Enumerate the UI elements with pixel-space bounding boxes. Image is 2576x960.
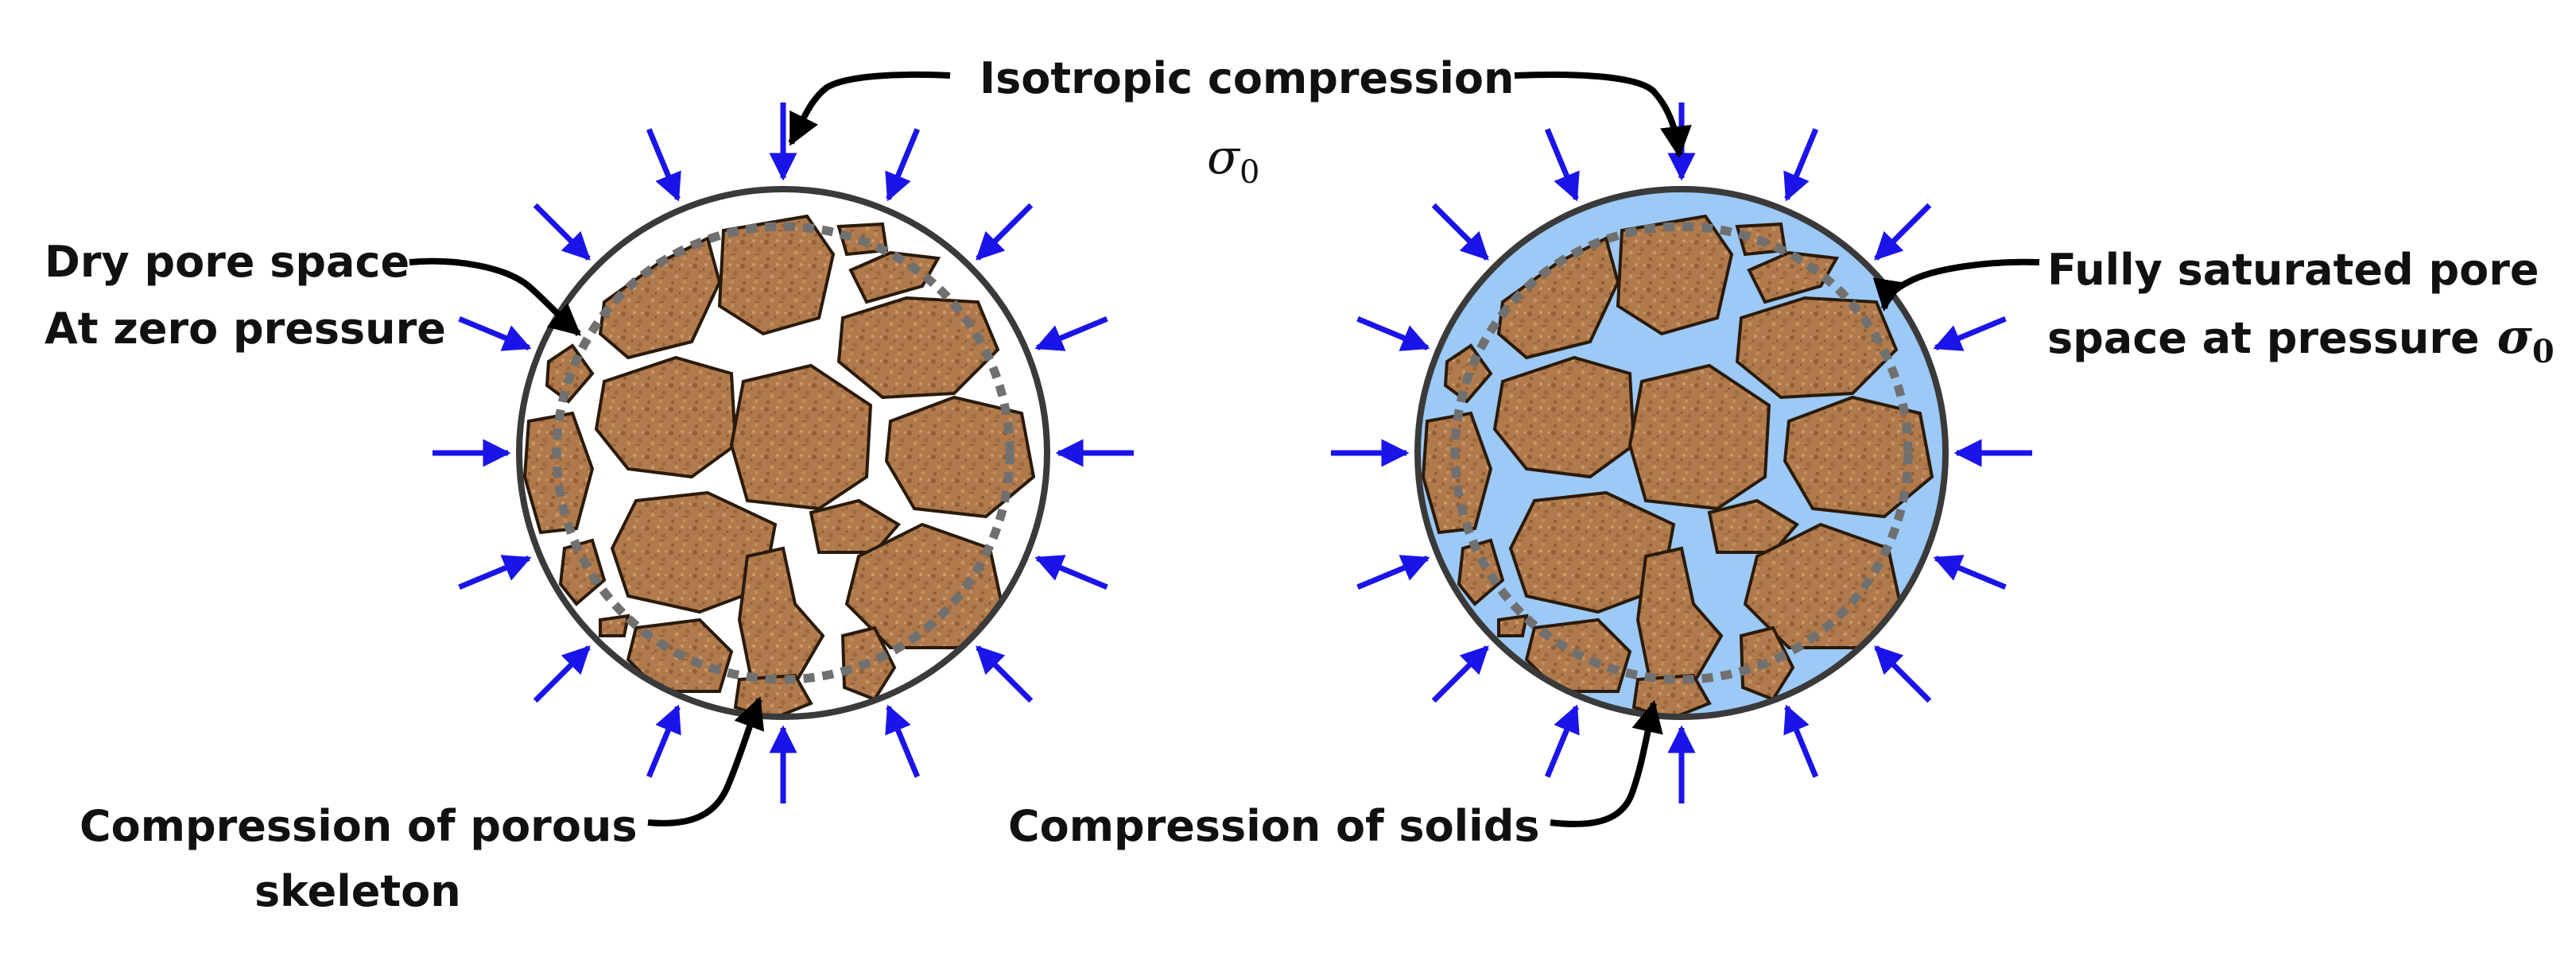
arrow-right-icon: [885, 704, 921, 778]
arrow-right-icon: [976, 645, 1034, 703]
dry-sample: [516, 186, 1050, 720]
arrow-right-icon: [646, 704, 681, 778]
saturated-label-line1: Fully saturated pore: [2047, 245, 2539, 295]
curved-arrow-icon: [1550, 700, 1663, 827]
arrow-right-icon: [533, 645, 591, 703]
isotropic-compression-label: Isotropic compression: [980, 53, 1514, 103]
porous-skeleton-label-line1: Compression of porous: [80, 801, 638, 851]
solids-compression-label: Compression of solids: [1008, 801, 1540, 851]
dry-pore-label-line2: At zero pressure: [45, 304, 446, 354]
arrow-right-icon: [646, 128, 681, 202]
dry-pore-label-line1: Dry pore space: [45, 237, 409, 287]
arrow-right-icon: [1933, 315, 2007, 351]
arrow-right-icon: [458, 555, 532, 590]
sigma-zero-label: σ0: [1207, 130, 1259, 191]
arrow-right-icon: [1431, 203, 1489, 261]
arrow-right-icon: [1544, 704, 1580, 778]
arrow-right-icon: [458, 315, 532, 351]
arrow-right-icon: [533, 203, 591, 261]
arrow-right-icon: [1034, 555, 1108, 590]
arrow-right-icon: [1874, 645, 1932, 703]
arrow-right-icon: [1783, 128, 1819, 202]
arrow-right-icon: [976, 203, 1034, 261]
arrow-right-icon: [1933, 555, 2007, 590]
arrow-right-icon: [1783, 704, 1819, 778]
curved-arrow-icon: [647, 696, 765, 826]
arrow-right-icon: [885, 128, 921, 202]
saturated-sample: [1414, 186, 1949, 720]
curved-arrow-icon: [409, 257, 582, 337]
arrow-right-icon: [1356, 315, 1430, 351]
saturated-dotted-boundary: [1450, 222, 1913, 684]
pressure-arrows-left: [433, 103, 1134, 803]
curved-arrow-icon: [788, 71, 951, 146]
arrow-right-icon: [1356, 555, 1430, 590]
pressure-arrows-right: [1331, 103, 2032, 803]
dry-sample-outline: [516, 186, 1050, 720]
curved-arrow-icon: [1872, 258, 2040, 312]
arrow-right-icon: [1034, 315, 1108, 351]
dry-grains: [522, 214, 1047, 717]
dry-dotted-boundary: [552, 222, 1014, 684]
arrow-right-icon: [1431, 645, 1489, 703]
arrow-right-icon: [1544, 128, 1580, 202]
arrow-right-icon: [1874, 203, 1932, 261]
pointer-arrows: [409, 71, 2040, 827]
curved-arrow-icon: [1514, 72, 1692, 158]
saturated-sample-outline: [1414, 186, 1949, 720]
porous-skeleton-label-line2: skeleton: [254, 866, 461, 916]
